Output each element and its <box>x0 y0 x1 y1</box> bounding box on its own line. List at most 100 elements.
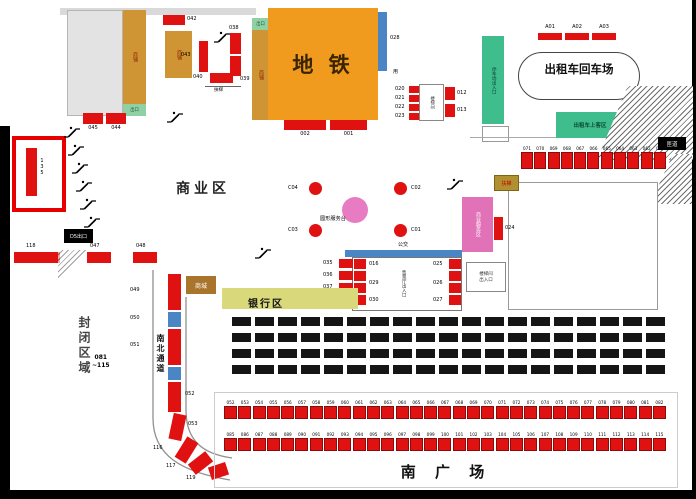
ad-cell: 113 <box>624 432 638 452</box>
stairs-hatch <box>58 250 88 282</box>
parking-gate-strip: 停车场出入口 <box>482 36 504 124</box>
ad-cell-label: 108 <box>555 432 564 437</box>
ad-spot-A01-label: A01 <box>545 24 555 30</box>
zone-closed-area: 封闭区域 <box>77 316 91 376</box>
ad-spot-045-label: 045 <box>88 125 98 131</box>
ad-spot-053-label: 053 <box>188 421 198 427</box>
escalator-icon <box>255 247 271 259</box>
zone-commercial-label-wrap: 商业区 <box>176 178 230 198</box>
ad-cell-square <box>409 438 423 452</box>
ad-spot-021-label: 021 <box>395 95 405 101</box>
ad-spot-030b <box>354 295 366 305</box>
ad-spot-001-label: 001 <box>343 131 354 137</box>
escalator-icon <box>447 178 463 190</box>
ad-cell-square <box>595 406 609 420</box>
ad-cell-square <box>467 438 481 452</box>
ad-cell-label: 114 <box>641 432 650 437</box>
ad-cell: 071 <box>521 146 533 170</box>
zone-metro: 地 铁 <box>268 8 378 120</box>
ad-spot-051 <box>168 329 181 365</box>
ad-cell-square <box>309 406 323 420</box>
ad-cell-label: 058 <box>312 400 321 405</box>
parking-gate-label: 停车场出入口 <box>491 66 497 94</box>
ad-cell: 070 <box>481 400 495 420</box>
ad-spot-029 <box>354 271 366 281</box>
ad-cell: 100 <box>438 432 452 452</box>
ad-cell-label: 098 <box>412 432 421 437</box>
ad-spot-044 <box>106 113 126 124</box>
ad-spot-020 <box>409 86 419 93</box>
ad-spot-052-label: 052 <box>185 391 195 397</box>
zone-ns-corridor: 南北通道 <box>156 334 165 374</box>
ad-cell: 054 <box>252 400 266 420</box>
ad-cell: 067 <box>438 400 452 420</box>
ad-cell: 063 <box>627 146 640 170</box>
ad-spot-118 <box>14 252 60 263</box>
zone-metro-label: 地 铁 <box>292 53 354 77</box>
ad-cell-label: 068 <box>455 400 464 405</box>
ad-spot-026-label: 026 <box>433 280 443 286</box>
ad-cell: 058 <box>309 400 323 420</box>
escalator-box: 扶梯 <box>494 175 519 191</box>
ad-spot-026 <box>449 271 461 281</box>
escalator-icon <box>76 180 92 192</box>
shop-strip-2: 商铺 <box>165 31 192 78</box>
taxi-loop-road <box>518 52 640 100</box>
ad-spot-030-label: 030 <box>369 297 379 303</box>
pillar-C04-label: C04 <box>288 185 298 191</box>
ad-cell-square <box>581 406 595 420</box>
ad-cell-label: 064 <box>398 400 407 405</box>
ad-cell: 090 <box>295 432 309 452</box>
escalator-icon <box>68 144 84 156</box>
ad-cell: 066 <box>424 400 438 420</box>
ad-cell-label: 067 <box>576 146 585 151</box>
ad-cell-label: 054 <box>255 400 264 405</box>
ad-cell-square <box>309 438 323 452</box>
track-bar <box>232 333 665 342</box>
ad-cell: 052 <box>224 400 237 420</box>
ad-cell: 060 <box>338 400 352 420</box>
ad-spot-119-label: 119 <box>186 475 196 481</box>
mall-box: 商城 <box>186 276 216 294</box>
ad-cell-square <box>653 152 666 170</box>
bus-label: 公交 <box>398 242 409 248</box>
zone-bank <box>222 288 358 309</box>
ad-cell: 098 <box>409 432 423 452</box>
ad-cell-square <box>452 438 466 452</box>
mall-label: 商城 <box>194 282 207 290</box>
ad-spot-049 <box>168 274 181 310</box>
ad-cell-square <box>595 438 609 452</box>
ad-cell: 055 <box>266 400 280 420</box>
ad-cell: 076 <box>567 400 581 420</box>
ad-cell-label: 065 <box>602 146 611 151</box>
ad-cell-square <box>481 438 495 452</box>
ad-spot-035 <box>339 259 353 268</box>
ad-cell-square <box>495 406 509 420</box>
ad-cell-square <box>338 438 352 452</box>
ad-cell-square <box>224 406 237 420</box>
ad-cell-label: 069 <box>469 400 478 405</box>
ad-cell: 065 <box>409 400 423 420</box>
ad-cell-label: 066 <box>589 146 598 151</box>
ad-spot-042-label: 042 <box>187 16 197 22</box>
highlight-box <box>12 136 66 212</box>
ad-cell: 110 <box>581 432 595 452</box>
ad-cell-square <box>614 152 627 170</box>
ad-cell: 105 <box>509 432 523 452</box>
small-room <box>482 126 509 142</box>
escalator-icon <box>72 162 88 174</box>
pink-service-block-label: 商业服务区 <box>475 212 481 237</box>
ad-cell: 069 <box>467 400 481 420</box>
ad-cell-label: 090 <box>297 432 306 437</box>
ad-cell-label: 104 <box>498 432 507 437</box>
ad-cell-square <box>281 438 295 452</box>
ad-spot-027 <box>449 283 461 293</box>
ad-spot-A02-label: A02 <box>572 24 582 30</box>
ad-cell-square <box>266 438 280 452</box>
service-desk-label: 圆形服务台 <box>320 216 346 222</box>
ad-cell-square <box>547 152 560 170</box>
ad-cell: 059 <box>324 400 338 420</box>
ramp-label: 匝道 <box>666 141 678 148</box>
